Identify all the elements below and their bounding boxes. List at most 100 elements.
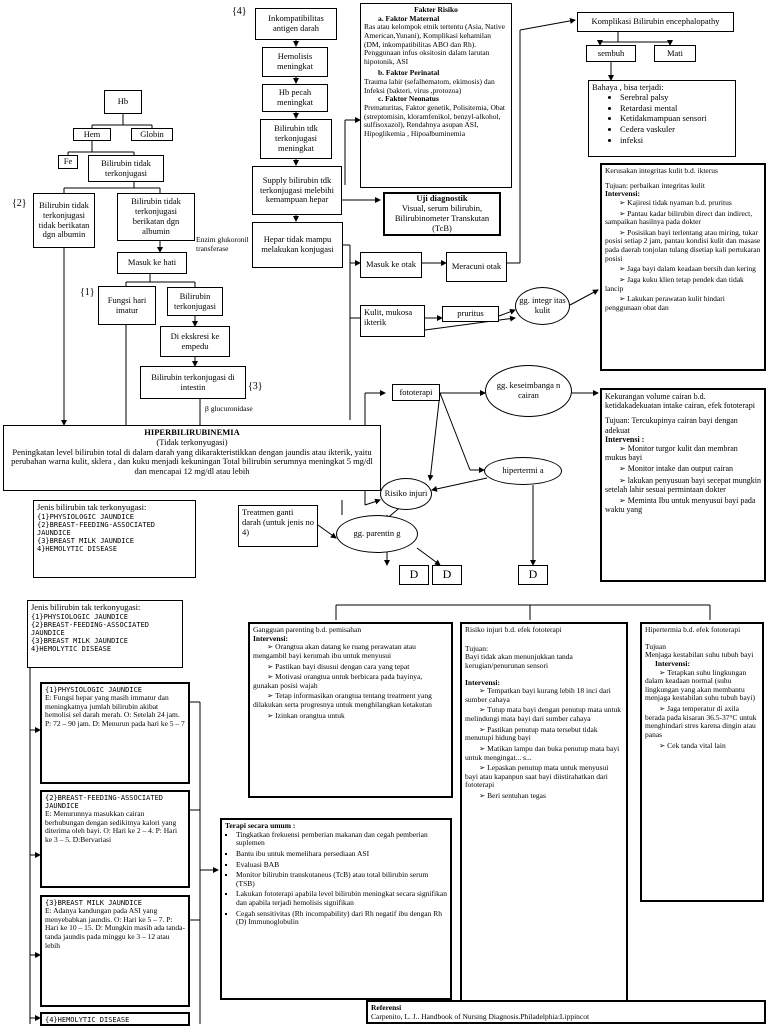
mati-node: Mati: [654, 45, 696, 62]
faktor-a-title: a. Faktor Maternal: [378, 13, 440, 23]
kekurangan-item: Monitor turgor kulit dan membran mukus b…: [605, 444, 761, 462]
kekurangan-intervensi: Intervensi :: [605, 434, 645, 444]
kerusakan-intervensi: Intervensi:: [605, 189, 640, 199]
gangguan-item: Pastikan bayi disusui dengan cara yang t…: [253, 662, 448, 672]
hipertermia-item: Cek tanda vital lain: [645, 741, 759, 751]
inkompatibilitas-node: Inkompatibilitas antigen darah: [255, 8, 337, 40]
jenis-item: {2}BREAST-FEEDING-ASSOCIATED JAUNDICE: [37, 520, 156, 537]
risiko-tujuan-text: Bayi tidak akan menunjukkan tanda kerugi…: [465, 652, 573, 670]
hipertermia-item: Tetapkan suhu lingkungan dalam keadaan n…: [645, 668, 759, 704]
jenis2-item: 4}HEMOLYTIC DISEASE: [31, 644, 112, 653]
gg-integritas-ellipse: gg. integr itas kulit: [515, 287, 570, 325]
hb-pecah-node: Hb pecah meningkat: [262, 84, 328, 112]
terapi-item: Bantu ibu untuk memelihara persediaan AS…: [236, 849, 447, 859]
faktor-title: Fakter Risiko: [414, 5, 458, 14]
j3-title: {3}BREAST MILK JAUNDICE: [45, 899, 142, 907]
hipertermia-tujuan: Tujuan: [645, 641, 666, 651]
terapi-item: Evaluasi BAB: [236, 860, 447, 870]
j4-title: {4}HEMOLYTIC DISEASE: [45, 1016, 130, 1024]
referensi-title: Referensi: [371, 1003, 402, 1012]
kerusakan-item: Pantau kadar bilirubin direct dan indire…: [605, 209, 761, 227]
bilirubin-meningkat-node: Bilirubin tdk terkonjugasi meningkat: [260, 119, 332, 159]
kekurangan-volume-box: Kekurangan volume cairan b.d. ketidakade…: [600, 388, 766, 582]
referensi-box: Referensi Carpenito, L. J.. Handbook of …: [366, 1000, 766, 1024]
hemolisis-node: Hemolisis meningkat: [262, 47, 328, 77]
hiper-title: HIPERBILIRUBINEMIA: [144, 427, 240, 437]
meracuni-otak-node: Meracuni otak: [446, 252, 507, 282]
jenis-item: {3}BREAST MILK JAUNDICE: [37, 536, 134, 545]
terapi-item: Cegah sensitivitas (Rh incompability) da…: [236, 909, 447, 927]
faktor-b-title: b. Faktor Perinatal: [378, 68, 440, 78]
bilirubin-berikatan-node: Bilirubin tidak terkonjugasi berikatan d…: [117, 193, 195, 241]
pruritus-node: pruritus: [442, 306, 499, 322]
gangguan-item: Tetap informasikan orangtua tentang trea…: [253, 691, 448, 709]
bahaya-item: Serebral palsy: [620, 92, 732, 103]
physiologic-jaundice-box: {1}PHYSIOLOGIC JAUNDICE E: Fungsi hepar …: [40, 682, 190, 784]
kekurangan-item: Meminta Ibu untuk menyusui bayi pada wak…: [605, 496, 761, 514]
risiko-item: Pastikan penutup mata tersebut tidak men…: [465, 725, 623, 743]
supply-node: Supply bilirubin tdk terkonjugasi melebi…: [252, 166, 342, 215]
faktor-risiko-box: Fakter Risiko a. Faktor Maternal Ras ata…: [360, 3, 512, 188]
label-3: {3}: [248, 381, 263, 392]
gangguan-item: Izinkan orangtua untuk: [253, 711, 448, 721]
j3-text: E: Adanya kandungan pada ASI yang menyeb…: [45, 906, 185, 950]
breast-feeding-jaundice-box: {2}BREAST-FEEDING-ASSOCIATED JAUNDICE E:…: [40, 790, 190, 888]
gangguan-item: Orangtua akan datang ke ruang perawatan …: [253, 642, 448, 660]
d-node: D: [432, 565, 462, 585]
risiko-item: Beri sentuhan tegas: [465, 791, 623, 801]
masuk-hati-node: Masuk ke hati: [117, 252, 187, 274]
terapi-umum-box: Terapi secara umum : Tingkatkan frekuens…: [220, 818, 452, 1000]
hiper-subtitle: (Tidak terkonyugasi): [156, 436, 228, 447]
gangguan-parenting-box: Gangguan parenting b.d. pemisahan Interv…: [248, 622, 453, 798]
hepar-node: Hepar tidak mampu melakukan konjugasi: [252, 222, 343, 268]
bahaya-item: Ketidakmampuan sensori: [620, 114, 732, 124]
bahaya-item: Retardasi mental: [620, 103, 732, 114]
enzim-label: Enzim glukoronil transferase: [196, 235, 249, 253]
bilirubin-tidak-albumin-node: Bilirubin tidak terkonjugasi tidak berik…: [33, 193, 95, 248]
jenis2-item: {3}BREAST MILK JAUNDICE: [31, 636, 128, 645]
hipertermia-box: Hipertermia b.d. efek fototerapi Tujuan …: [640, 622, 764, 902]
hem-node: Hem: [73, 128, 111, 141]
hipertermia-title: Hipertermia b.d. efek fototerapi: [645, 625, 741, 634]
bilirubin-tidak-terkonjugasi-node: Bilirubin tidak terkonjugasi: [88, 155, 164, 182]
kekurangan-title: Kekurangan volume cairan b.d. ketidakade…: [605, 392, 755, 411]
bahaya-item: infeksi: [620, 135, 732, 146]
risiko-item: Tutup mata bayi dengan penutup mata untu…: [465, 705, 623, 723]
uji-title: Uji diagnostik: [416, 193, 468, 204]
kerusakan-item: Jaga kuku klien tetap pendek dan tidak l…: [605, 275, 761, 293]
label-1: {1}: [80, 287, 95, 298]
jenis2-title: Jenis bilirubin tak terkonyugasi:: [31, 602, 141, 612]
kekurangan-tujuan: Tujuan: Tercukupinya cairan bayi dengan …: [605, 416, 738, 435]
komplikasi-node: Komplikasi Bilirubin encephalopathy: [577, 12, 734, 32]
bahaya-box: Bahaya , bisa terjadi: Serebral palsy Re…: [588, 80, 736, 157]
risiko-tujuan: Tujuan:: [465, 643, 489, 653]
fe-node: Fe: [58, 155, 78, 169]
kerusakan-item: Jaga bayi dalam keadaan bersih dan kerin…: [605, 265, 761, 274]
faktor-c-text: Prematuritas, Faktor genetik, Polisitemi…: [364, 102, 506, 138]
treatmen-node: Treatmen ganti darah (untuk jenis no 4): [238, 505, 318, 547]
kerusakan-item: Kajiresi tidak nyaman b.d. pruritus: [605, 198, 761, 208]
faktor-a-text: Ras atau kelompok etnik tertentu (Asia, …: [364, 22, 506, 66]
j2-title: {2}BREAST-FEEDING-ASSOCIATED JAUNDICE: [45, 794, 164, 811]
terapi-item: Lakukan fototerapi apabila level bilirub…: [236, 889, 447, 907]
risiko-item: Matikan lampu dan buka penutup mata bayi…: [465, 744, 623, 762]
hipertermia-tujuan-text: Menjaga kestabilan suhu tubuh bayi: [645, 650, 754, 660]
faktor-c-title: c. Faktor Neonatus: [378, 94, 439, 104]
jenis-bilirubin-box-2: Jenis bilirubin tak terkonyugasi: {1}PHY…: [27, 600, 183, 668]
fototerapi-node: fototerapi: [392, 384, 440, 401]
kulit-ikterik-node: Kulit, mukosa ikterik: [360, 305, 425, 337]
j1-title: {1}PHYSIOLOGIC JAUNDICE: [45, 686, 142, 694]
risiko-item: Lepaskan penutup mata untuk menyusui bay…: [465, 763, 623, 790]
breast-milk-jaundice-box: {3}BREAST MILK JAUNDICE E: Adanya kandun…: [40, 895, 190, 1007]
risiko-injuri-box: Risiko injuri b.d. efek fototerapi Tujua…: [460, 622, 628, 1022]
bahaya-item: Cedera vaskuler: [620, 124, 732, 135]
label-2: {2}: [12, 198, 27, 209]
masuk-otak-node: Masuk ke otak: [360, 252, 422, 278]
kerusakan-item: Posisikan bayi terlentang atau miring, t…: [605, 228, 761, 264]
kerusakan-title: Kerusakan integritas kulit b.d. ikterus: [605, 166, 718, 175]
gg-keseimbangan-ellipse: gg. keseimbanga n cairan: [485, 365, 572, 417]
sembuh-node: sembuh: [586, 45, 636, 62]
gg-parenting-ellipse: gg. parentin g: [336, 515, 418, 553]
hiper-text: Peningkatan level bilirubin total di dal…: [11, 446, 373, 477]
